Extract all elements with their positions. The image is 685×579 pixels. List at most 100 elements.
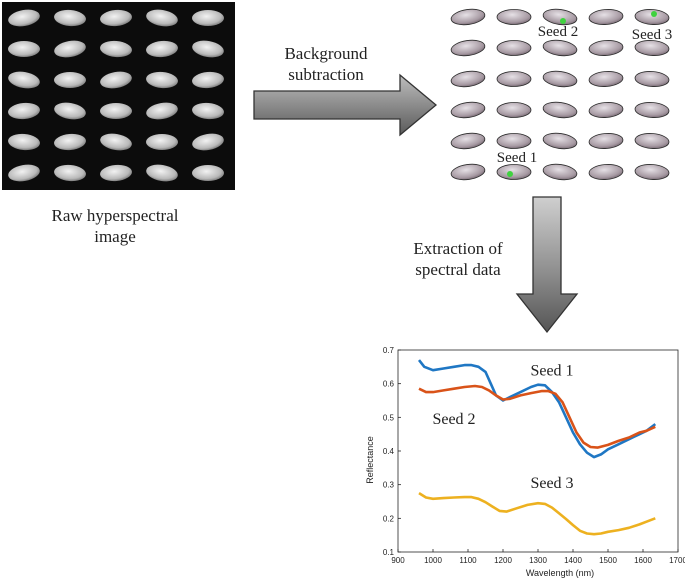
selected-seed-marker <box>651 11 657 17</box>
segmented-seed <box>496 9 532 25</box>
y-tick-label: 0.6 <box>383 380 395 389</box>
raw-seed <box>8 71 40 89</box>
raw-seed <box>8 41 40 57</box>
raw-seed <box>192 165 224 181</box>
raw-seed <box>8 133 40 151</box>
segmented-seed <box>496 40 532 56</box>
segmented-seed <box>496 164 532 180</box>
series-line-1 <box>417 359 657 459</box>
x-tick-label: 1600 <box>634 556 652 565</box>
background-subtraction-line-1: Background <box>284 44 368 63</box>
raw-seed <box>100 103 132 119</box>
y-tick-label: 0.4 <box>383 447 395 456</box>
annotation-seed-2: Seed 2 <box>432 411 475 428</box>
raw-seed <box>8 102 40 120</box>
segmented-seed-grid <box>450 8 670 181</box>
raw-seed <box>192 71 224 89</box>
selected-seed-marker <box>507 171 513 177</box>
x-tick-label: 1000 <box>424 556 442 565</box>
segmented-seed <box>450 39 486 57</box>
segmented-seed <box>634 133 670 149</box>
right-arrow <box>253 73 438 137</box>
raw-seed <box>100 164 132 182</box>
raw-seed <box>192 40 224 58</box>
raw-seed-grid <box>8 9 224 182</box>
y-tick-label: 0.3 <box>383 481 395 490</box>
segmented-seed <box>588 164 624 180</box>
chart-annotations: Seed 1 Seed 2 Seed 3 <box>432 362 573 492</box>
extraction-label: Extraction of spectral data <box>402 238 514 280</box>
raw-seed <box>146 102 178 120</box>
raw-seed <box>146 71 178 89</box>
raw-seed <box>146 134 178 150</box>
raw-seed <box>8 164 40 182</box>
segmented-seed <box>588 9 624 25</box>
segmented-seed <box>588 102 624 118</box>
y-axis-label: Reflectance <box>365 436 375 484</box>
background-subtraction-line-2: subtraction <box>288 65 364 84</box>
x-tick-label: 1700 <box>669 556 685 565</box>
segmented-seed <box>496 102 532 118</box>
seed-2-label: Seed 2 <box>537 24 579 40</box>
x-tick-label: 1100 <box>459 556 477 565</box>
annotation-seed-3: Seed 3 <box>530 475 573 492</box>
plot-frame <box>397 349 679 553</box>
segmented-seed <box>588 71 624 87</box>
x-axis-label: Wavelength (nm) <box>526 568 594 578</box>
raw-seed <box>100 9 132 27</box>
seed-1-label: Seed 1 <box>496 150 538 166</box>
raw-seed <box>192 10 224 26</box>
x-tick-label: 1500 <box>599 556 617 565</box>
series-line-2 <box>418 384 656 449</box>
extraction-line-2: spectral data <box>415 260 501 279</box>
raw-image-caption-line-2: image <box>94 227 136 246</box>
down-arrow <box>515 196 579 334</box>
segmented-seed <box>634 9 670 25</box>
segmented-seed <box>496 133 532 149</box>
raw-seed <box>54 72 86 88</box>
raw-seed <box>146 164 178 182</box>
chart-series <box>417 359 657 536</box>
raw-seed <box>192 133 224 151</box>
segmented-seed <box>542 8 578 26</box>
segmented-seed <box>634 71 670 87</box>
series-line-3 <box>418 491 656 536</box>
x-tick-label: 900 <box>391 556 405 565</box>
segmented-seed <box>496 71 532 87</box>
raw-image-caption-line-1: Raw hyperspectral <box>51 206 179 225</box>
raw-seed <box>146 40 178 58</box>
raw-hyperspectral-image <box>2 2 235 190</box>
segmented-seed <box>542 39 578 57</box>
x-tick-label: 1300 <box>529 556 547 565</box>
chart-axes <box>397 349 679 553</box>
selected-seed-marker <box>560 18 566 24</box>
segmented-seed <box>542 101 578 119</box>
raw-seed <box>54 40 86 58</box>
raw-seed <box>8 9 40 27</box>
raw-seed <box>54 133 86 151</box>
segmented-seed <box>450 132 486 150</box>
segmented-seed <box>542 163 578 181</box>
x-tick-label: 1200 <box>494 556 512 565</box>
segmented-seed <box>450 101 486 119</box>
raw-seed <box>54 164 86 182</box>
raw-seed <box>100 40 132 58</box>
y-tick-label: 0.5 <box>383 413 395 422</box>
segmented-seed <box>542 70 578 88</box>
segmented-seed <box>588 40 624 56</box>
segmented-seed <box>588 133 624 149</box>
extraction-line-1: Extraction of <box>413 239 503 258</box>
seed-3-label: Seed 3 <box>631 27 673 43</box>
segmented-seed <box>634 102 670 118</box>
segmented-seed <box>634 40 670 56</box>
raw-seed <box>146 9 178 27</box>
y-tick-label: 0.1 <box>383 548 395 557</box>
segmented-seed <box>634 164 670 180</box>
annotation-seed-1: Seed 1 <box>530 362 573 379</box>
raw-seed <box>192 102 224 120</box>
y-tick-label: 0.7 <box>383 346 395 355</box>
raw-image-caption: Raw hyperspectral image <box>30 205 200 247</box>
raw-seed <box>100 71 132 89</box>
